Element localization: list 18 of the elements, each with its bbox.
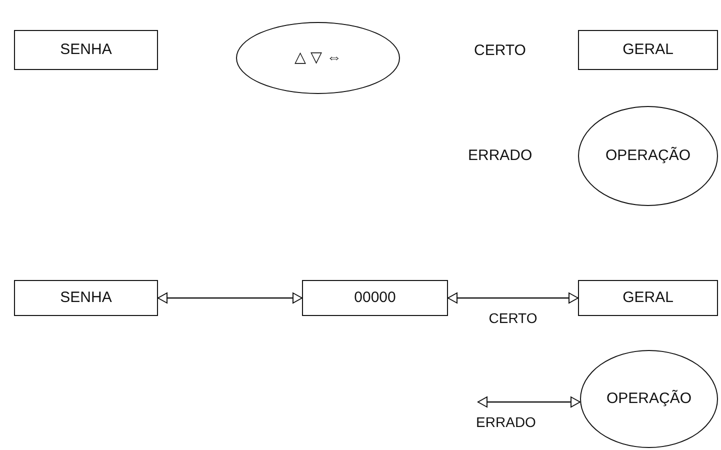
text-label: ERRADO [468,146,532,166]
rectangle-node [578,280,718,316]
node-text: △ ▽ ⇔ [294,48,342,68]
rectangle-node [578,30,718,70]
node-text: GERAL [622,40,674,60]
rectangle-node [14,280,158,316]
node-text: SENHA [60,40,112,60]
node-text: GERAL [622,288,674,308]
node-text: OPERAÇÃO [605,146,691,166]
rectangle-node [302,280,448,316]
double-arrow [448,292,578,304]
rectangle-node [14,30,158,70]
double-arrow [158,292,302,304]
node-text: SENHA [60,288,112,308]
node-text: 00000 [354,288,396,308]
double-arrow [478,396,580,408]
text-label: CERTO [474,41,526,61]
node-text: OPERAÇÃO [606,388,692,409]
